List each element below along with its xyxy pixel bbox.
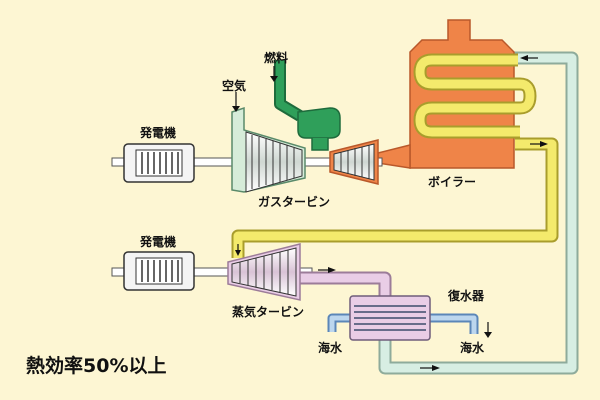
fuel-label: 燃料: [264, 50, 288, 65]
boiler: [377, 19, 537, 169]
condenser: [327, 295, 479, 341]
generator-bottom: [123, 251, 195, 291]
efficiency-label: 熱効率50%以上: [26, 354, 166, 377]
seawater-in-label: 海水: [318, 340, 343, 355]
gas-turbine-label: ガスタービン: [258, 194, 330, 209]
exhaust-steam-pipe: [300, 271, 392, 300]
generator-top-label: 発電機: [139, 125, 176, 140]
condenser-label: 復水器: [447, 288, 485, 303]
feedwater-return-pipe: [378, 51, 579, 375]
generator-bottom-label: 発電機: [139, 234, 176, 249]
gas-turbine-compressor: [231, 106, 306, 193]
steam-turbine: [227, 243, 301, 301]
generator-top: [123, 143, 195, 183]
gas-turbine-expander: [329, 139, 379, 185]
seawater-out-label: 海水: [460, 340, 485, 355]
air-label: 空気: [222, 78, 246, 93]
steam-turbine-label: 蒸気タービン: [232, 304, 304, 319]
flow-arrows: [232, 55, 548, 371]
combustor: [274, 60, 341, 151]
boiler-label: ボイラー: [428, 174, 476, 189]
